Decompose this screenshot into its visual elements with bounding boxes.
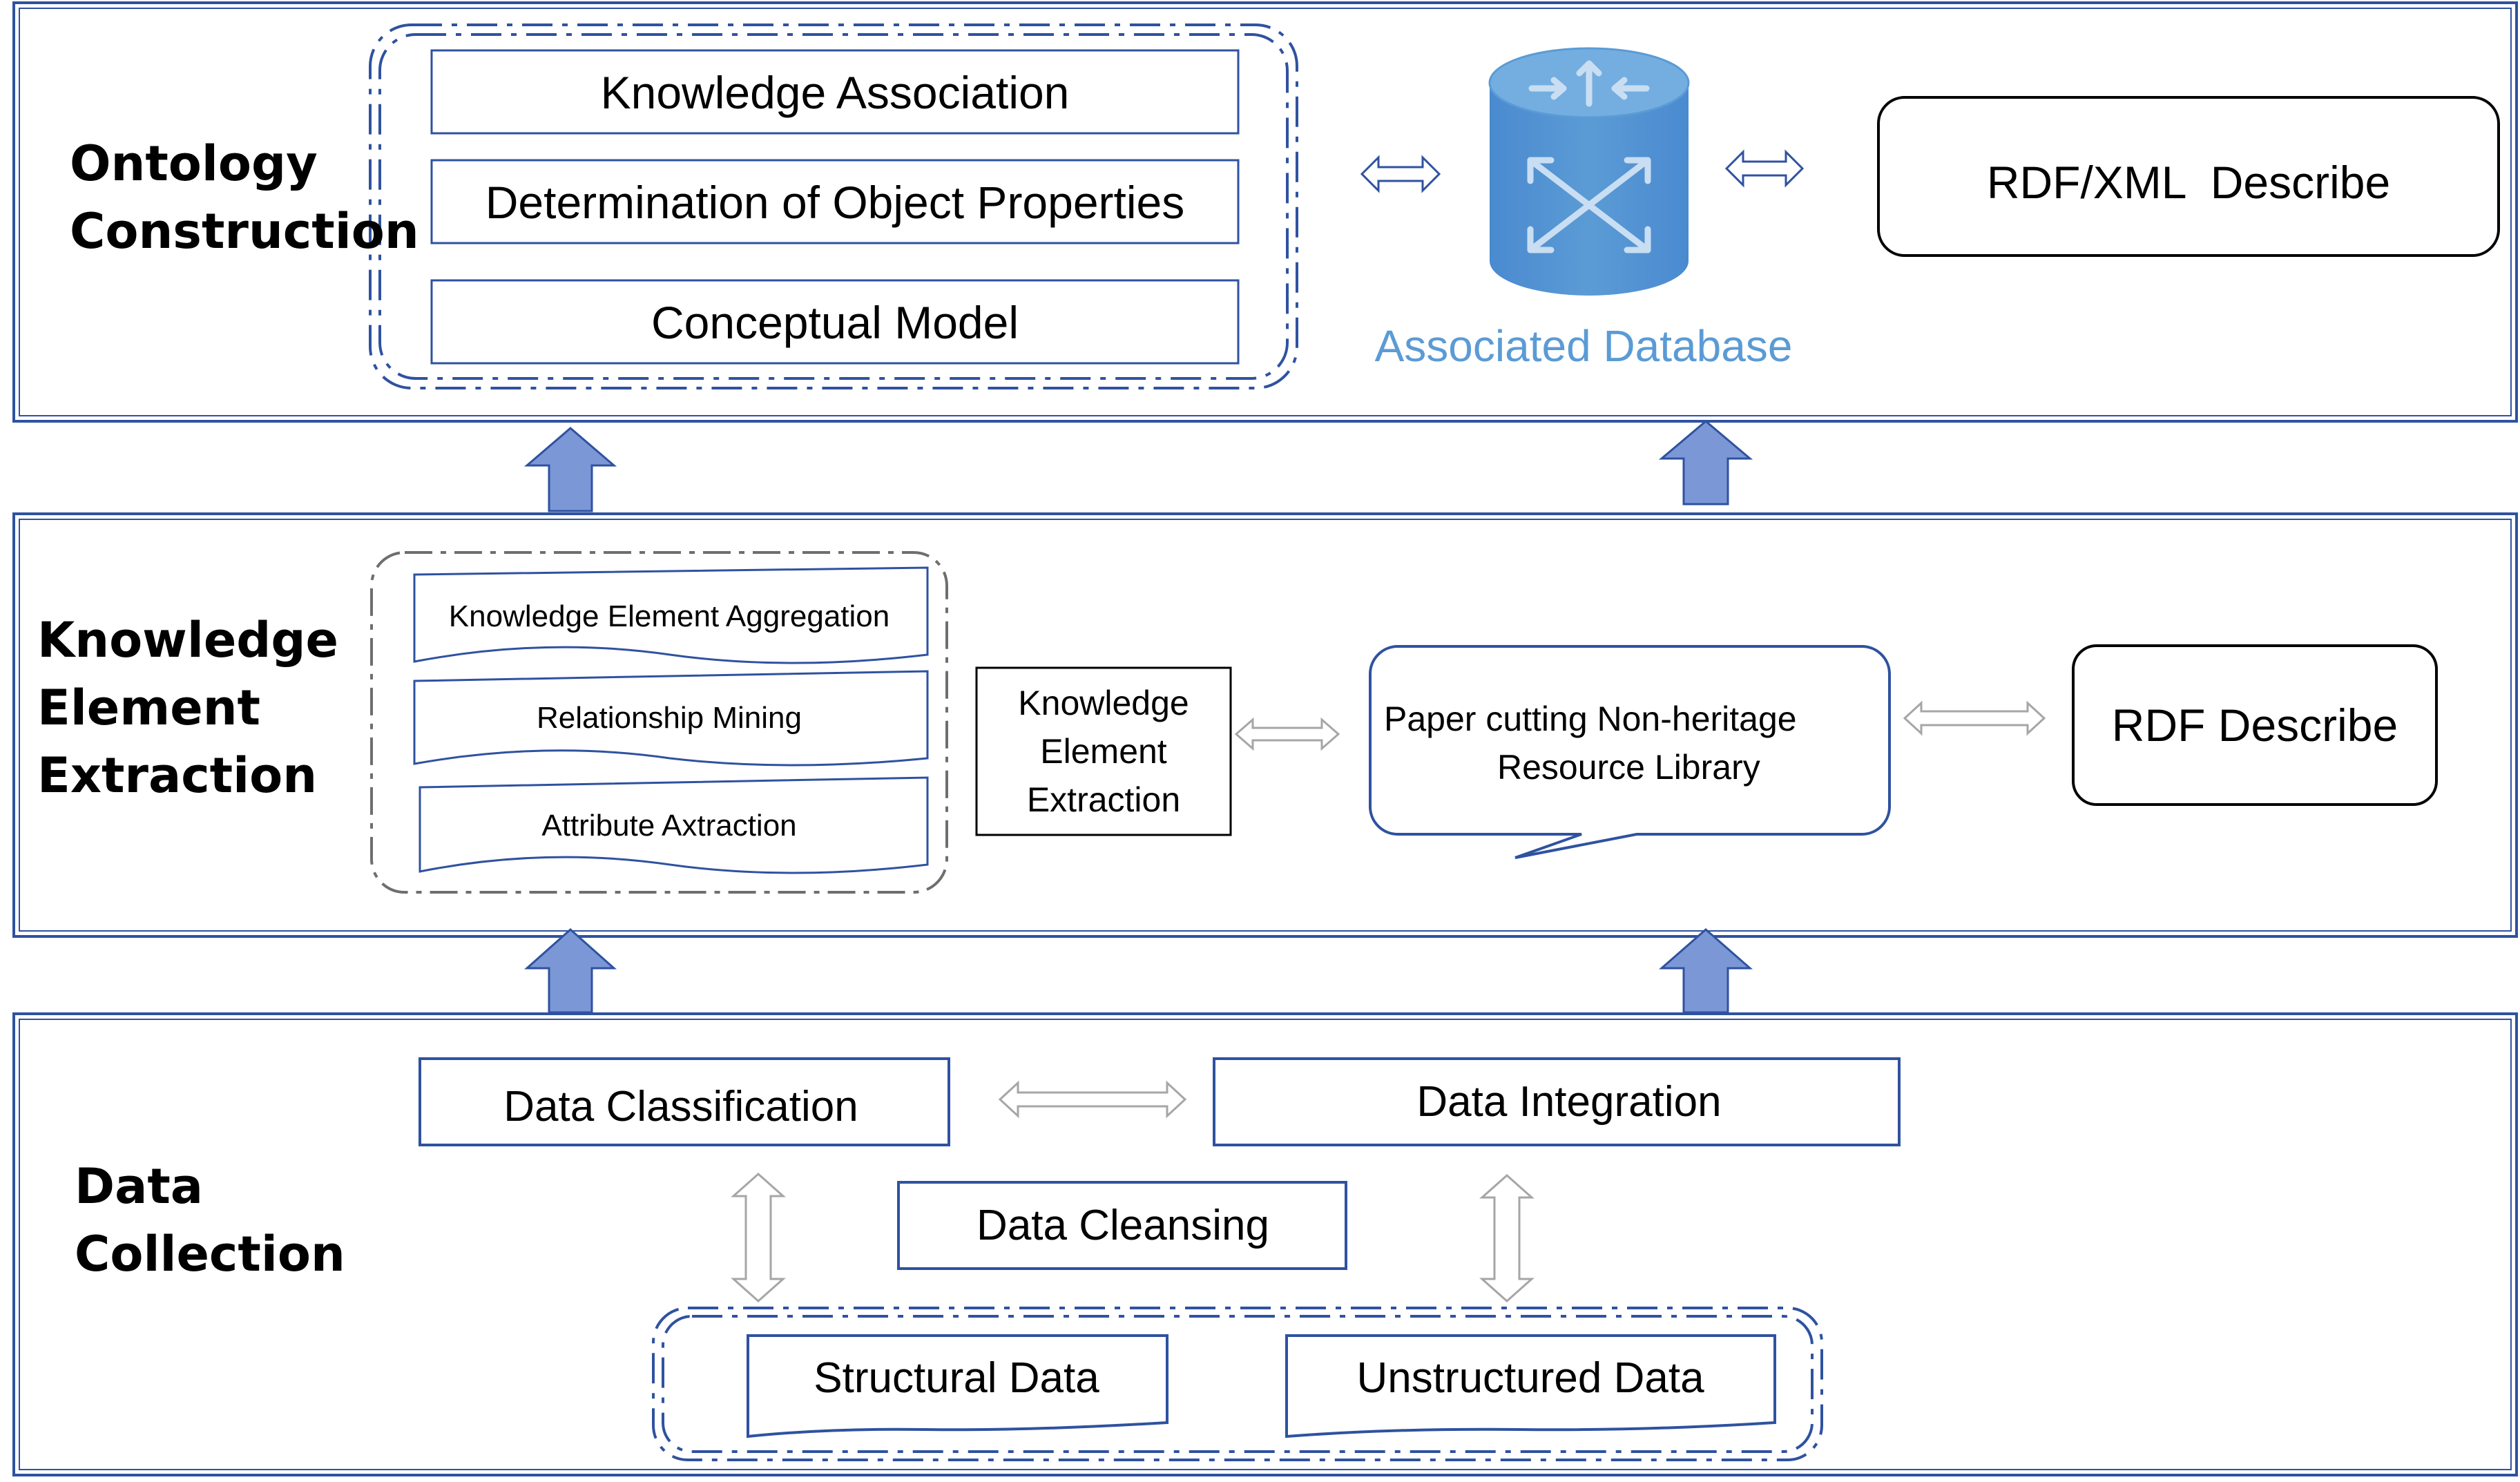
resource-library-callout bbox=[1369, 645, 1891, 859]
up-block-arrow-icon bbox=[523, 427, 617, 512]
aggregation-document bbox=[413, 566, 929, 664]
data-classification-box bbox=[419, 1057, 950, 1146]
unstructured-data-document bbox=[1285, 1334, 1776, 1438]
aggregation-label: Knowledge Element Aggregation bbox=[448, 599, 890, 633]
extraction-double-arrow-right bbox=[1903, 700, 2046, 736]
relationship-document bbox=[413, 670, 929, 767]
extraction-group-frame bbox=[370, 551, 948, 894]
layer-extraction-panel bbox=[12, 512, 2518, 938]
collection-label-line1: Data bbox=[75, 1158, 204, 1215]
up-block-arrow-icon bbox=[524, 927, 617, 1014]
kee-label-line1: Knowledge bbox=[1018, 684, 1189, 722]
rdfxml-describe-box bbox=[1877, 96, 2500, 257]
unstructured-data-label: Unstructured Data bbox=[1356, 1354, 1704, 1402]
extraction-double-arrow-left bbox=[1234, 717, 1340, 751]
extraction-label-line3: Extraction bbox=[37, 747, 318, 804]
object-properties-box bbox=[430, 159, 1240, 244]
collection-label-line2: Collection bbox=[75, 1226, 345, 1282]
conceptual-model-label: Conceptual Model bbox=[651, 297, 1019, 348]
layer-collection-panel bbox=[12, 1012, 2518, 1476]
ontology-label-line2: Construction bbox=[70, 203, 419, 260]
layer-ontology-panel bbox=[12, 1, 2518, 423]
structural-data-label: Structural Data bbox=[814, 1354, 1099, 1402]
structural-data-document bbox=[747, 1334, 1168, 1438]
kee-label: Knowledge Element Extraction bbox=[1018, 679, 1189, 824]
attribute-document bbox=[419, 776, 929, 874]
knowledge-association-label: Knowledge Association bbox=[600, 67, 1070, 118]
resource-library-line1: Paper cutting Non-heritage bbox=[1384, 700, 1797, 738]
attribute-extraction-label: Attribute Axtraction bbox=[541, 809, 797, 843]
ontology-group-frame bbox=[369, 23, 1298, 389]
data-cleansing-label: Data Cleansing bbox=[977, 1202, 1269, 1249]
rdfxml-describe-label: RDF/XML Describe bbox=[1986, 157, 2391, 208]
up-block-arrow-icon bbox=[1658, 420, 1753, 506]
up-block-arrow-icon bbox=[1659, 928, 1753, 1014]
knowledge-association-box bbox=[430, 49, 1240, 135]
database-cylinder-icon bbox=[1488, 47, 1690, 296]
kee-box bbox=[975, 666, 1232, 836]
kee-label-line3: Extraction bbox=[1026, 780, 1181, 819]
data-integration-box bbox=[1213, 1057, 1901, 1146]
ontology-layer-label: Ontology Construction bbox=[70, 139, 419, 256]
collection-double-arrow-horizontal bbox=[998, 1080, 1187, 1119]
raw-data-group-frame bbox=[652, 1307, 1823, 1461]
rdf-describe-label: RDF Describe bbox=[2111, 700, 2398, 751]
data-cleansing-box bbox=[897, 1181, 1347, 1270]
ontology-double-arrow-right bbox=[1724, 149, 1805, 188]
rdf-describe-box bbox=[2072, 644, 2438, 806]
collection-double-arrow-vertical-left bbox=[731, 1172, 786, 1303]
data-integration-label: Data Integration bbox=[1416, 1078, 1722, 1126]
ontology-double-arrow-left bbox=[1360, 155, 1441, 193]
extraction-layer-label: Knowledge Element Extraction bbox=[37, 616, 338, 800]
extraction-label-line1: Knowledge bbox=[37, 612, 338, 668]
relationship-mining-label: Relationship Mining bbox=[537, 701, 802, 735]
collection-double-arrow-vertical-right bbox=[1479, 1173, 1535, 1303]
extraction-label-line2: Element bbox=[37, 680, 260, 736]
associated-database-label: Associated Database bbox=[1374, 321, 1793, 371]
kee-label-line2: Element bbox=[1040, 732, 1167, 771]
ontology-label-line1: Ontology bbox=[70, 135, 318, 192]
collection-layer-label: Data Collection bbox=[75, 1162, 345, 1278]
conceptual-model-box bbox=[430, 279, 1240, 365]
data-classification-label: Data Classification bbox=[503, 1083, 858, 1130]
object-properties-label: Determination of Object Properties bbox=[485, 177, 1185, 228]
resource-library-line2: Resource Library bbox=[1497, 748, 1760, 787]
